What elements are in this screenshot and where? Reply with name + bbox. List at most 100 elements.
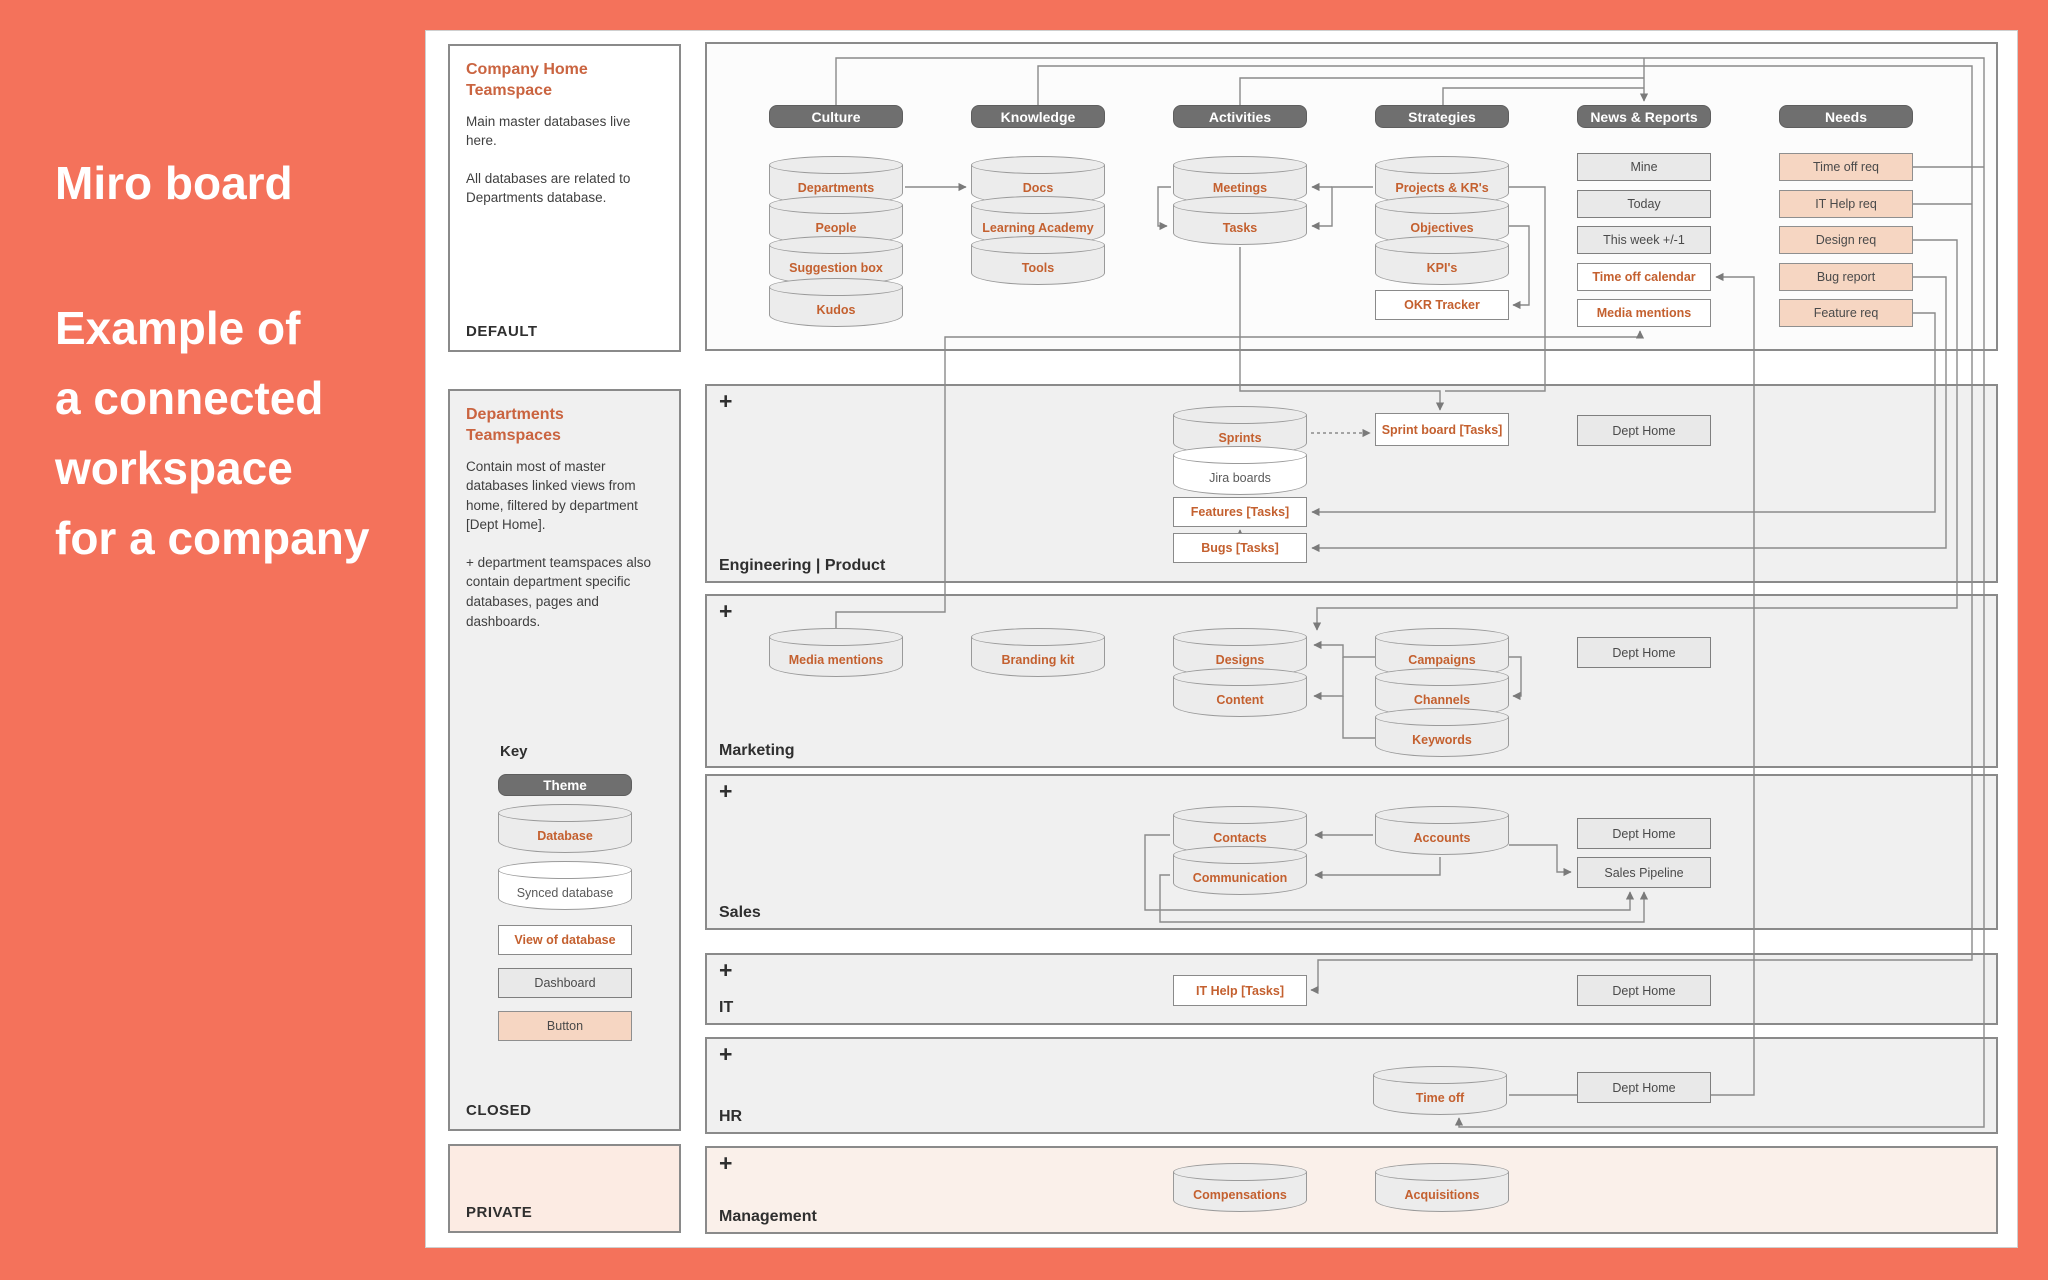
view-time-off-calendar[interactable]: Time off calendar [1577, 263, 1711, 291]
add-page-button-hr[interactable]: + [719, 1041, 733, 1067]
dash-dept-home-mkt[interactable]: Dept Home [1577, 637, 1711, 668]
view-bugs-tasks-label: Bugs [Tasks] [1201, 541, 1279, 555]
db-tasks[interactable]: Tasks [1172, 196, 1308, 245]
add-page-button-engineering[interactable]: + [719, 388, 733, 414]
db-acquisitions[interactable]: Acquisitions [1374, 1163, 1510, 1212]
view-sprint-board-label: Sprint board [Tasks] [1381, 422, 1503, 437]
db-projects-krs-label: Projects & KR's [1395, 181, 1489, 195]
private-teamspace-panel: PRIVATE [448, 1144, 681, 1233]
add-page-button-management[interactable]: + [719, 1150, 733, 1176]
theme-strategies-label: Strategies [1408, 108, 1476, 125]
theme-culture[interactable]: Culture [769, 105, 903, 128]
theme-knowledge-label: Knowledge [1000, 108, 1076, 125]
db-accounts[interactable]: Accounts [1374, 806, 1510, 855]
view-bugs-tasks[interactable]: Bugs [Tasks] [1173, 533, 1307, 563]
db-keywords[interactable]: Keywords [1374, 708, 1510, 757]
key-dashboard[interactable]: Dashboard [498, 968, 632, 998]
view-sprint-board[interactable]: Sprint board [Tasks] [1375, 413, 1509, 446]
hero-title: Miro board [55, 157, 293, 209]
db-media-mentions-mkt[interactable]: Media mentions [768, 628, 904, 677]
theme-needs-label: Needs [1824, 108, 1868, 125]
dash-dept-home-sales[interactable]: Dept Home [1577, 818, 1711, 849]
db-branding-kit[interactable]: Branding kit [970, 628, 1106, 677]
db-communication-label: Communication [1192, 871, 1288, 885]
db-suggestion-box-label: Suggestion box [789, 261, 883, 275]
db-kudos[interactable]: Kudos [768, 278, 904, 327]
btn-time-off-req[interactable]: Time off req [1779, 153, 1913, 181]
db-jira-boards[interactable]: Jira boards [1172, 446, 1308, 495]
hero-subtitle-line: Example of [55, 302, 301, 354]
closed-label: CLOSED [466, 1102, 532, 1119]
dash-mine-label: Mine [1630, 160, 1658, 174]
dash-sales-pipeline-label: Sales Pipeline [1604, 865, 1684, 880]
panel-body: Main master databases live here. [466, 113, 631, 149]
db-learning-academy-label: Learning Academy [982, 221, 1094, 235]
btn-bug-report[interactable]: Bug report [1779, 263, 1913, 291]
key-view-of-database-label: View of database [514, 933, 616, 947]
dash-dept-home-hr-label: Dept Home [1612, 1080, 1676, 1095]
view-media-mentions-news[interactable]: Media mentions [1577, 299, 1711, 327]
private-label: PRIVATE [466, 1204, 533, 1221]
theme-activities-label: Activities [1208, 108, 1272, 125]
row-label-marketing: Marketing [719, 742, 795, 759]
theme-culture-label: Culture [811, 108, 861, 125]
dash-dept-home-eng-label: Dept Home [1612, 423, 1676, 438]
row-label-it: IT [719, 999, 734, 1016]
key-theme[interactable]: Theme [498, 774, 632, 796]
db-acquisitions-label: Acquisitions [1404, 1188, 1480, 1202]
dash-dept-home-sales-label: Dept Home [1612, 826, 1676, 841]
view-okr-tracker[interactable]: OKR Tracker [1375, 290, 1509, 320]
btn-feature-req[interactable]: Feature req [1779, 299, 1913, 327]
key-synced-database[interactable]: Synced database [497, 861, 633, 910]
dash-dept-home-mkt-label: Dept Home [1612, 645, 1676, 660]
hero-subtitle-line: for a company [55, 512, 370, 564]
dash-mine[interactable]: Mine [1577, 153, 1711, 181]
teamspace-row-hr: +HR [705, 1037, 1998, 1134]
row-label-sales: Sales [719, 904, 761, 921]
theme-knowledge[interactable]: Knowledge [971, 105, 1105, 128]
key-view-of-database[interactable]: View of database [498, 925, 632, 955]
db-tools[interactable]: Tools [970, 236, 1106, 285]
db-time-off[interactable]: Time off [1372, 1066, 1508, 1115]
dash-dept-home-hr[interactable]: Dept Home [1577, 1072, 1711, 1103]
add-page-button-marketing[interactable]: + [719, 598, 733, 624]
db-content-label: Content [1216, 693, 1264, 707]
add-page-button-it[interactable]: + [719, 957, 733, 983]
db-compensations[interactable]: Compensations [1172, 1163, 1308, 1212]
key-database[interactable]: Database [497, 804, 633, 853]
dash-this-week[interactable]: This week +/-1 [1577, 226, 1711, 254]
db-campaigns-label: Campaigns [1408, 653, 1476, 667]
theme-needs[interactable]: Needs [1779, 105, 1913, 128]
row-label-engineering: Engineering | Product [719, 557, 886, 574]
view-time-off-calendar-label: Time off calendar [1592, 270, 1696, 284]
btn-it-help-req[interactable]: IT Help req [1779, 190, 1913, 218]
btn-design-req-label: Design req [1815, 233, 1877, 247]
view-features-tasks[interactable]: Features [Tasks] [1173, 497, 1307, 527]
dash-sales-pipeline[interactable]: Sales Pipeline [1577, 857, 1711, 888]
add-page-button-sales[interactable]: + [719, 778, 733, 804]
theme-news-reports[interactable]: News & Reports [1577, 105, 1711, 128]
dash-today[interactable]: Today [1577, 190, 1711, 218]
theme-strategies[interactable]: Strategies [1375, 105, 1509, 128]
key-button[interactable]: Button [498, 1011, 632, 1041]
hero-subtitle-line: workspace [55, 442, 293, 494]
db-kpis[interactable]: KPI's [1374, 236, 1510, 285]
db-compensations-label: Compensations [1193, 1188, 1287, 1202]
key-theme-label: Theme [543, 777, 587, 793]
db-content[interactable]: Content [1172, 668, 1308, 717]
dash-dept-home-eng[interactable]: Dept Home [1577, 415, 1711, 446]
view-okr-tracker-label: OKR Tracker [1404, 298, 1480, 312]
hero-text: Miro board Example of a connected worksp… [55, 148, 369, 573]
view-it-help-tasks[interactable]: IT Help [Tasks] [1173, 975, 1307, 1006]
teamspace-row-management: +Management [705, 1146, 1998, 1234]
theme-activities[interactable]: Activities [1173, 105, 1307, 128]
btn-time-off-req-label: Time off req [1813, 160, 1879, 174]
dash-dept-home-it[interactable]: Dept Home [1577, 975, 1711, 1006]
btn-design-req[interactable]: Design req [1779, 226, 1913, 254]
db-tasks-label: Tasks [1222, 221, 1258, 235]
key-title: Key [500, 743, 528, 760]
db-jira-boards-label: Jira boards [1209, 471, 1271, 485]
db-communication[interactable]: Communication [1172, 846, 1308, 895]
teamspace-row-marketing: + Marketing [705, 594, 1998, 768]
